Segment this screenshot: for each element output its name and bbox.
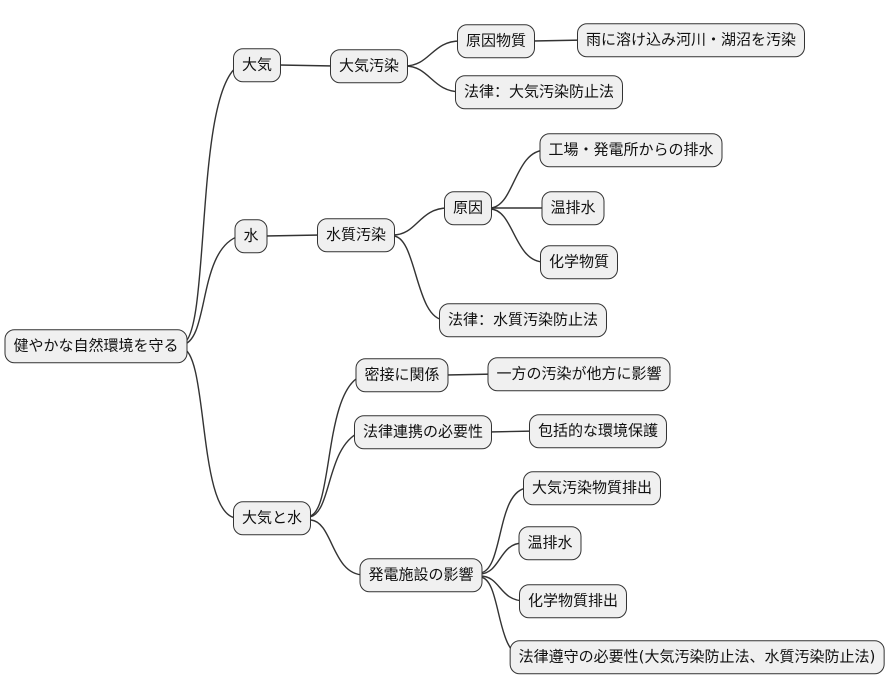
edge-root-taiki-to-mizu: [181, 347, 238, 519]
edge-taiki-taiki-osen: [278, 64, 335, 67]
node-missetsu: 密接に関係: [355, 358, 449, 392]
node-mizu: 水: [234, 219, 268, 253]
edge-root-mizu: [181, 235, 240, 346]
node-horitsu-taiki: 法律：大気汚染防止法: [454, 75, 624, 109]
node-hatsuden-eikyo: 発電施設の影響: [359, 558, 483, 592]
edge-hatsuden-eikyo-on-haisui-2: [479, 542, 524, 575]
edge-root-taiki: [181, 65, 239, 345]
node-horitsu-junshu: 法律遵守の必要性(大気汚染防止法、水質汚染防止法): [509, 640, 885, 674]
node-suishitsu-osen: 水質汚染: [316, 218, 396, 252]
node-taiki-osen: 大気汚染: [329, 49, 409, 83]
node-kagaku-busshitsu: 化学物質: [539, 245, 619, 279]
node-taiki-haishutsu: 大気汚染物質排出: [522, 471, 662, 505]
edge-genin-kagaku-busshitsu: [489, 208, 545, 263]
node-on-haisui-2: 温排水: [518, 526, 582, 560]
edge-hatsuden-eikyo-kagaku-haishutsu: [479, 575, 526, 602]
edge-taiki-osen-horitsu-taiki: [404, 65, 462, 93]
edge-taiki-to-mizu-missetsu: [309, 375, 362, 517]
node-horitsu-renkei: 法律連携の必要性: [353, 415, 493, 449]
node-genin-busshitsu: 原因物質: [456, 24, 536, 58]
edge-suishitsu-osen-genin: [392, 207, 449, 236]
node-kojo-haisui: 工場・発電所からの排水: [539, 133, 723, 167]
node-ame-osen: 雨に溶け込み河川・湖沼を汚染: [576, 23, 806, 57]
node-kagaku-haishutsu: 化学物質排出: [518, 584, 628, 618]
node-taiki: 大気: [232, 48, 282, 82]
node-genin: 原因: [443, 191, 493, 225]
edge-genin-kojo-haisui: [489, 149, 547, 209]
edge-taiki-to-mizu-hatsuden-eikyo: [310, 519, 365, 576]
edge-hatsuden-eikyo-taiki-haishutsu: [479, 487, 529, 574]
edge-taiki-to-mizu-horitsu-renkei: [309, 431, 361, 518]
node-hokatsu-hogo: 包括的な環境保護: [528, 414, 668, 448]
edge-mizu-suishitsu-osen: [264, 234, 322, 237]
node-root: 健やかな自然環境を守る: [4, 329, 188, 363]
edge-suishitsu-osen-horitsu-suishitsu: [392, 235, 446, 321]
node-horitsu-suishitsu: 法律：水質汚染防止法: [438, 303, 608, 337]
node-taiki-to-mizu: 大気と水: [232, 501, 312, 535]
node-on-haisui-1: 温排水: [541, 191, 605, 225]
edge-taiki-osen-genin-busshitsu: [404, 40, 461, 67]
node-ippo-eikyo: 一方の汚染が他方に影響: [487, 357, 671, 391]
edge-horitsu-renkei-hokatsu-hogo: [487, 430, 538, 433]
